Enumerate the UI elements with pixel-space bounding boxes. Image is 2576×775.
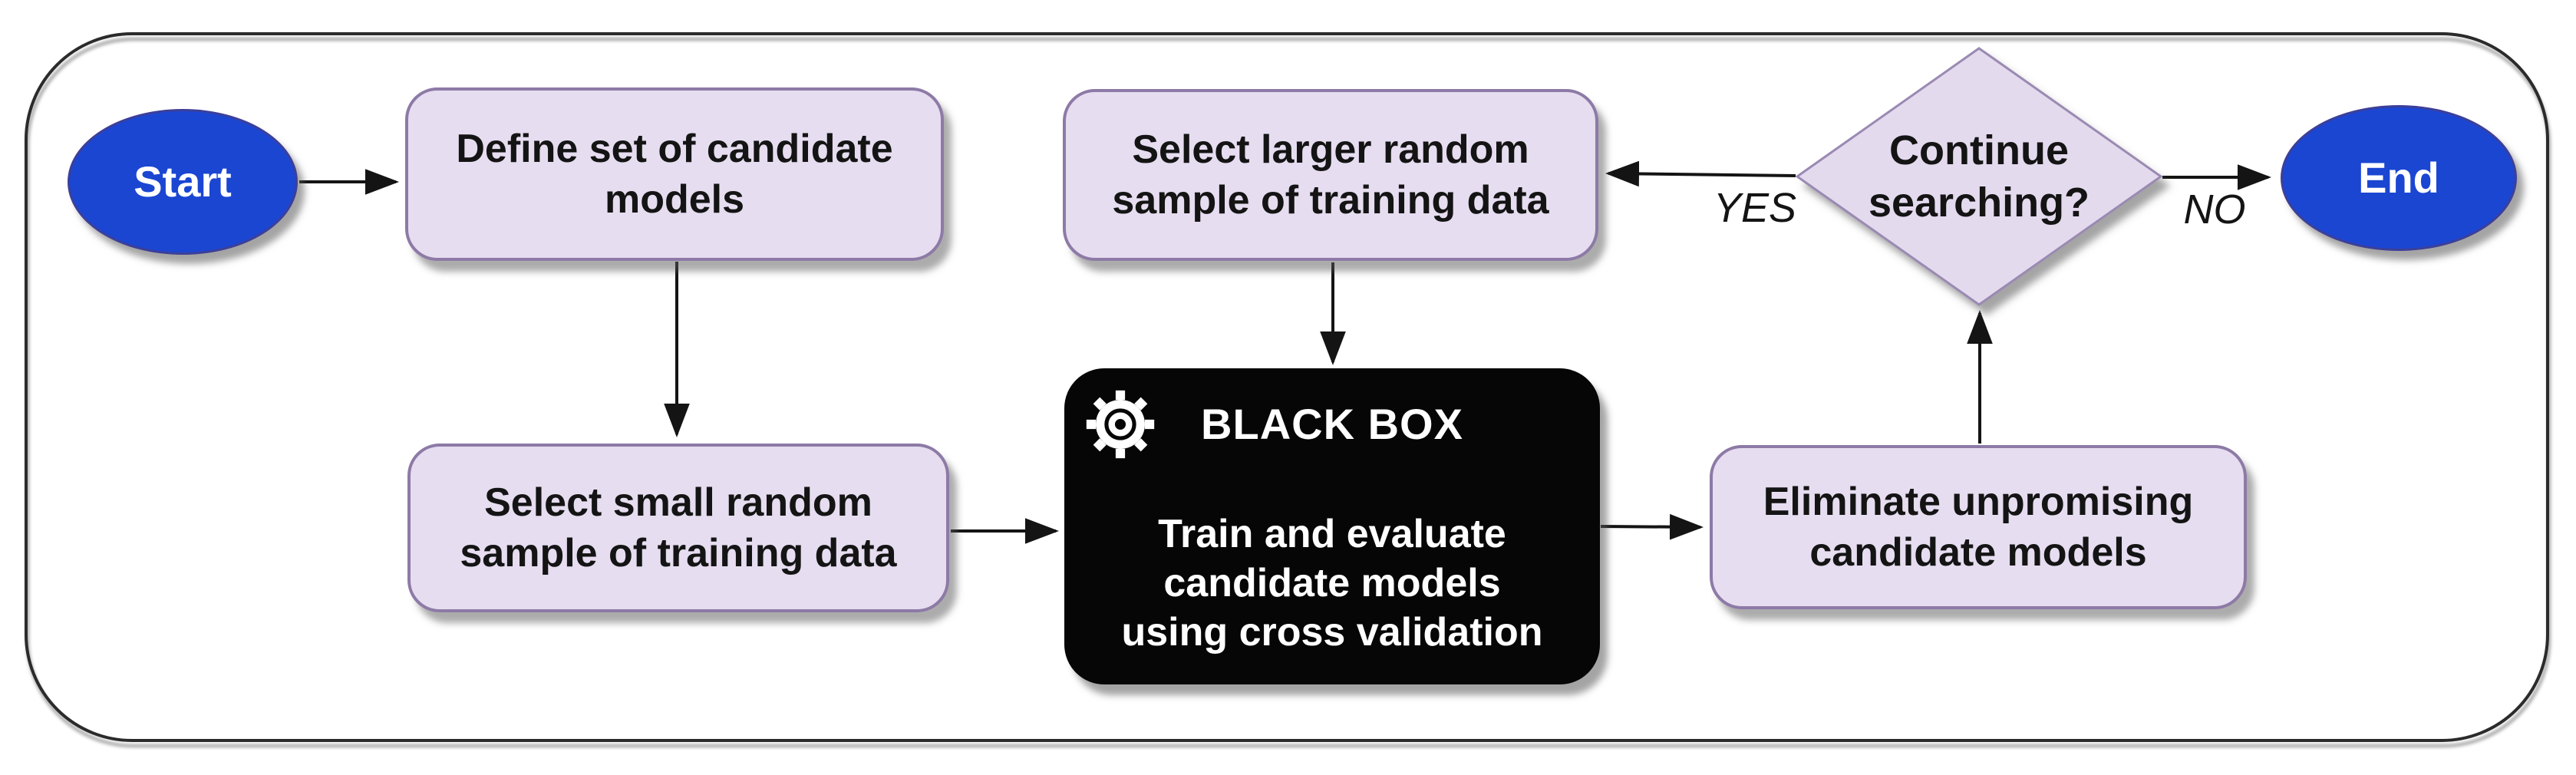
yes-edge-label: YES <box>1713 185 1797 231</box>
end-node: End <box>2281 105 2517 251</box>
black-box-title: BLACK BOX <box>1201 400 1463 448</box>
select-larger-sample-label: Select larger random sample of training … <box>1112 127 1549 223</box>
start-label: Start <box>134 157 232 206</box>
gear-icon <box>1086 390 1155 459</box>
eliminate-models-node: Eliminate unpromising candidate models <box>1710 445 2247 609</box>
end-label: End <box>2358 153 2439 202</box>
define-models-node: Define set of candidate models <box>405 87 944 261</box>
decision-label: Continue searching? <box>1868 127 2090 226</box>
no-edge-label: NO <box>2183 186 2246 232</box>
define-models-label: Define set of candidate models <box>456 127 893 222</box>
black-box-node: BLACK BOX Train and evaluate candidate m… <box>1064 368 1600 684</box>
decision-diamond-shape <box>1795 47 2163 306</box>
black-box-body: Train and evaluate candidate models usin… <box>1121 512 1543 655</box>
edge-decision-yes-to-select-larger <box>1605 160 1796 187</box>
decision-node: Continue searching? <box>1795 47 2163 306</box>
select-small-sample-node: Select small random sample of training d… <box>407 444 949 612</box>
outer-frame <box>25 32 2549 742</box>
eliminate-models-label: Eliminate unpromising candidate models <box>1763 480 2194 575</box>
select-larger-sample-node: Select larger random sample of training … <box>1063 89 1598 261</box>
start-node: Start <box>68 109 298 255</box>
black-box-header: BLACK BOX <box>1064 385 1600 470</box>
edge-black-box-to-eliminate <box>1600 513 1704 540</box>
select-small-sample-label: Select small random sample of training d… <box>460 480 897 575</box>
